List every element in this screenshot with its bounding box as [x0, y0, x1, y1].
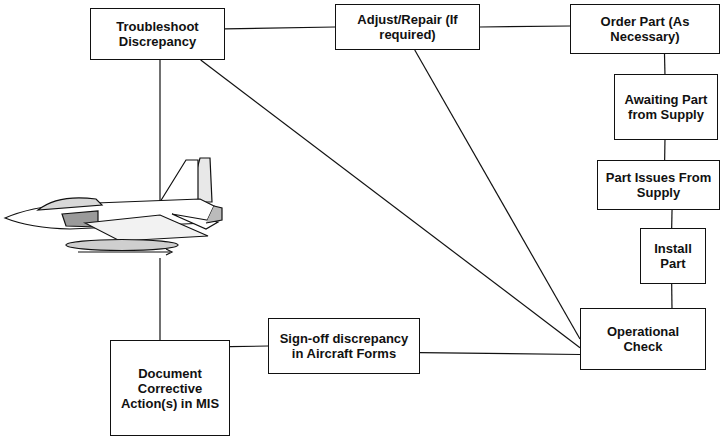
- box-label: Adjust/Repair (If required): [341, 12, 474, 42]
- flow-connector: [671, 284, 672, 308]
- missile-fin: [166, 249, 172, 255]
- jet-aircraft: [5, 158, 222, 255]
- aircraft-link-line: [159, 60, 160, 201]
- process-box: Troubleshoot Discrepancy: [90, 8, 225, 60]
- box-label: Troubleshoot Discrepancy: [96, 19, 219, 49]
- flow-connector: [664, 54, 666, 74]
- process-box: Sign-off discrepancy in Aircraft Forms: [268, 318, 420, 374]
- canopy: [38, 198, 102, 210]
- box-label: Awaiting Part from Supply: [620, 92, 712, 122]
- box-label: Document Corrective Action(s) in MIS: [116, 366, 224, 411]
- box-label: Operational Check: [586, 324, 700, 354]
- flow-connector: [230, 345, 268, 347]
- exhaust-nozzle: [206, 206, 222, 223]
- process-box: Order Part (As Necessary): [570, 4, 720, 54]
- aircraft-link-line: [159, 258, 160, 340]
- process-box: Part Issues From Supply: [597, 160, 720, 210]
- box-label: Part Issues From Supply: [603, 170, 714, 200]
- underwing-store: [66, 240, 178, 251]
- flow-connector: [664, 140, 666, 160]
- flow-connector: [415, 50, 580, 339]
- box-label: Install Part: [646, 241, 700, 271]
- process-box: Awaiting Part from Supply: [614, 74, 718, 140]
- missile: [78, 251, 170, 252]
- process-box: Operational Check: [580, 308, 706, 370]
- box-label: Order Part (As Necessary): [576, 14, 714, 44]
- process-box: Adjust/Repair (If required): [335, 4, 480, 50]
- flow-connector: [480, 26, 570, 27]
- box-label: Sign-off discrepancy in Aircraft Forms: [274, 331, 414, 361]
- process-box: Install Part: [640, 228, 706, 284]
- process-box: Document Corrective Action(s) in MIS: [110, 340, 230, 436]
- flow-connector: [201, 60, 580, 348]
- tail-fin: [160, 160, 198, 202]
- flow-connector: [225, 27, 335, 29]
- flow-connector: [671, 210, 673, 228]
- flow-connector: [420, 353, 580, 355]
